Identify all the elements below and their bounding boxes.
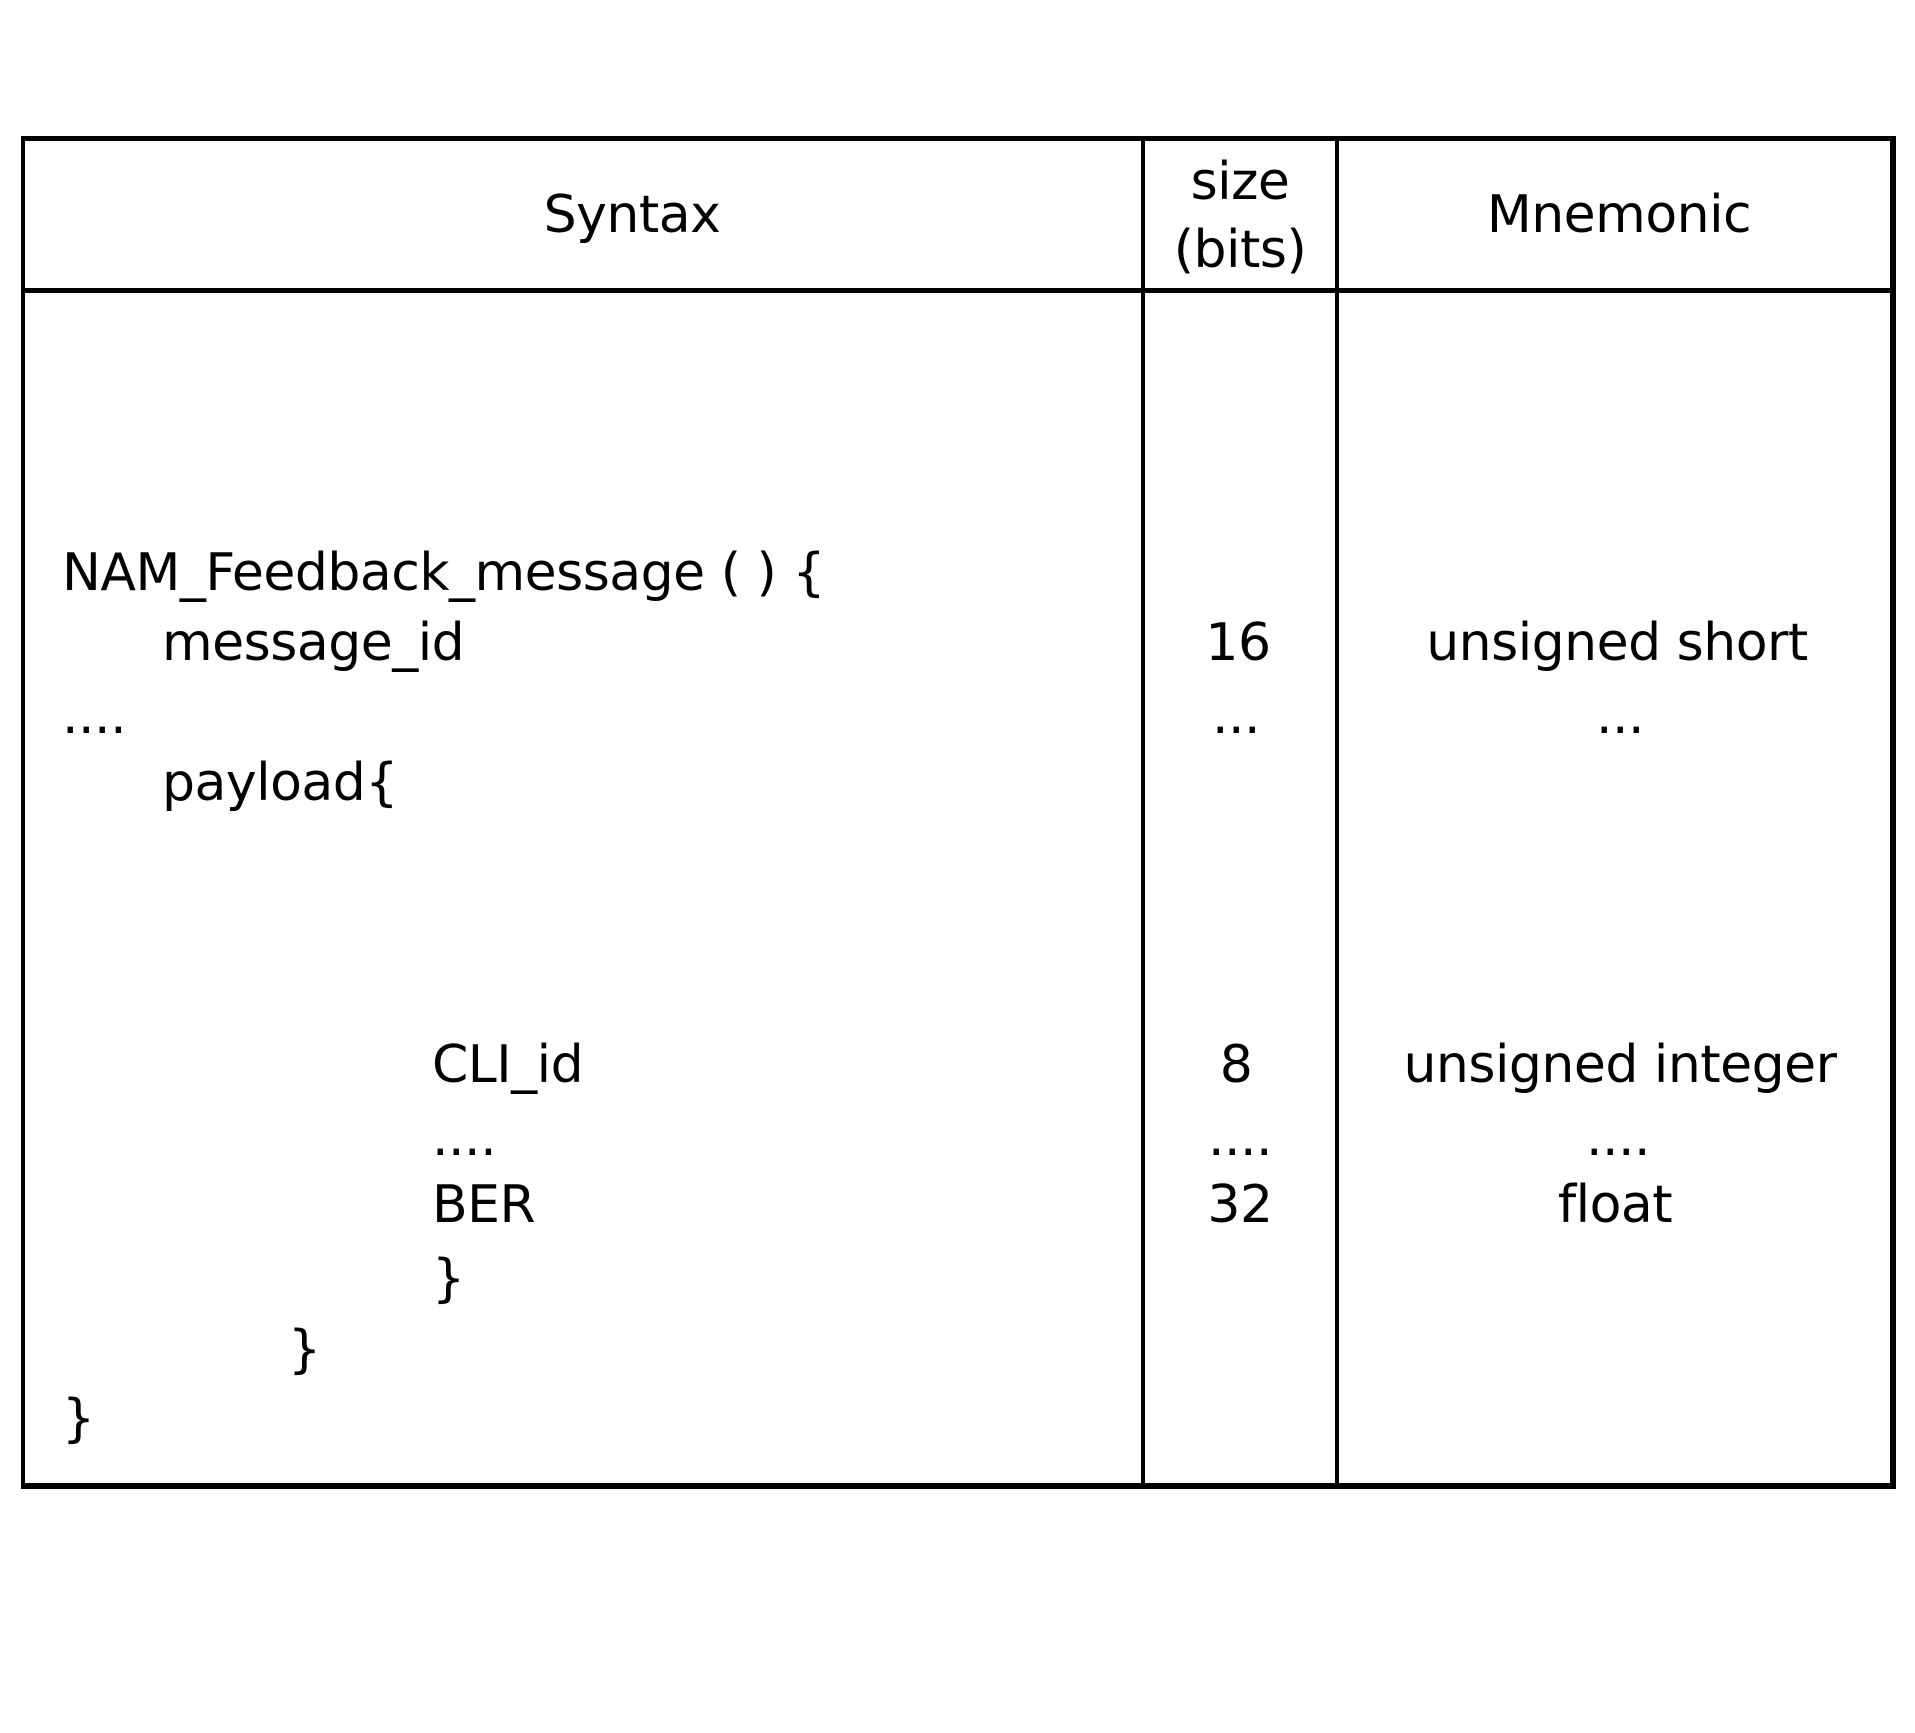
header-size-line1: size: [1190, 152, 1290, 212]
header-size-line2: (bits): [1173, 220, 1307, 280]
header-mnemonic: Mnemonic: [1486, 185, 1752, 245]
syntax-cell: }: [288, 1320, 321, 1380]
mnemonic-cell: ....: [1585, 1108, 1651, 1168]
mnemonic-cell: unsigned integer: [1403, 1035, 1837, 1095]
syntax-cell: ....: [432, 1108, 497, 1168]
mnemonic-cell: float: [1557, 1175, 1673, 1235]
syntax-table: [21, 136, 1896, 1489]
size-cell: 32: [1207, 1175, 1273, 1235]
syntax-cell: CLI_id: [432, 1035, 584, 1095]
syntax-cell: }: [62, 1389, 95, 1449]
column-divider-2: [1335, 136, 1339, 1489]
syntax-cell: ....: [62, 686, 127, 746]
header-syntax: Syntax: [543, 185, 721, 245]
column-divider-1: [1141, 136, 1145, 1489]
header-divider: [21, 288, 1896, 293]
size-cell: 16: [1205, 613, 1271, 673]
syntax-cell: BER: [432, 1175, 536, 1235]
size-cell: ....: [1207, 1108, 1273, 1168]
syntax-cell: NAM_Feedback_message ( ) {: [62, 543, 825, 603]
syntax-cell: message_id: [162, 613, 465, 673]
mnemonic-cell: unsigned short: [1426, 613, 1808, 673]
syntax-cell: payload{: [162, 753, 398, 813]
size-cell: 8: [1219, 1035, 1253, 1095]
mnemonic-cell: ...: [1595, 686, 1645, 746]
size-cell: ...: [1211, 686, 1261, 746]
syntax-cell: }: [432, 1249, 465, 1309]
